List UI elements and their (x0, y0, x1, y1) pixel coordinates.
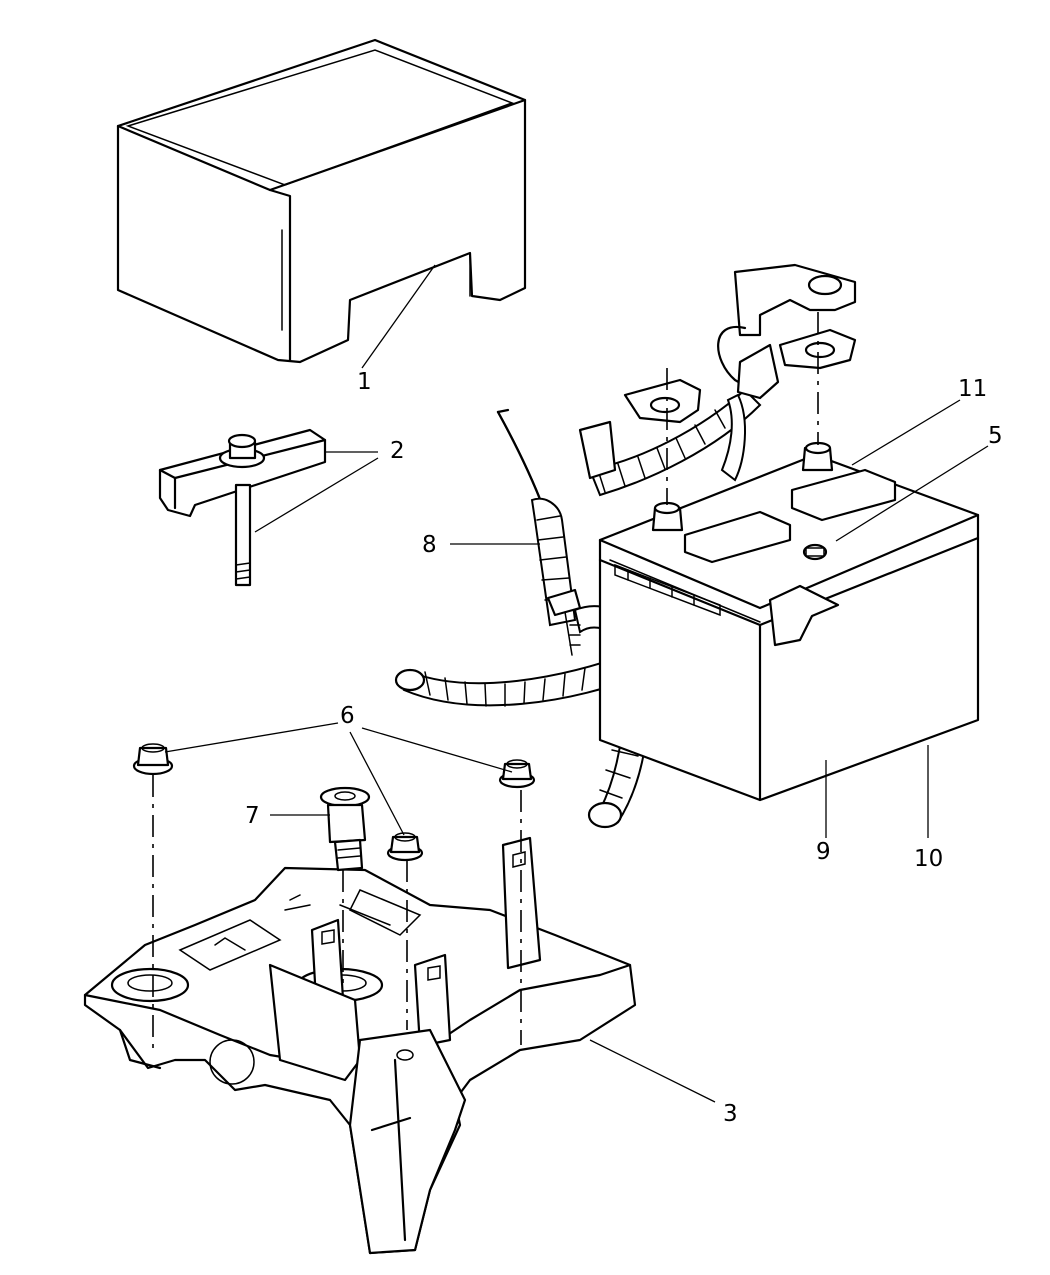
callout-7: 7 (245, 803, 260, 829)
part-3-battery-tray (83, 836, 637, 1255)
callout-5: 5 (988, 423, 1003, 449)
leader-lines (164, 264, 989, 1103)
part-6-flange-nuts (132, 743, 536, 862)
callout-9: 9 (816, 839, 831, 865)
callout-3: 3 (723, 1101, 738, 1127)
alignment-lines (152, 312, 819, 1050)
callouts: 1 2 3 5 6 7 8 9 10 11 (245, 369, 1003, 1127)
part-1-battery-cover (116, 38, 527, 364)
callout-10: 10 (914, 846, 943, 872)
callout-6: 6 (340, 703, 355, 729)
callout-11: 11 (958, 376, 987, 402)
callout-2: 2 (390, 438, 405, 464)
callout-8: 8 (422, 532, 437, 558)
callout-1: 1 (357, 369, 372, 395)
part-7-push-pin (319, 786, 371, 872)
part-2-hold-down-clamp (158, 428, 327, 587)
part-9-10-11-battery (598, 441, 980, 802)
